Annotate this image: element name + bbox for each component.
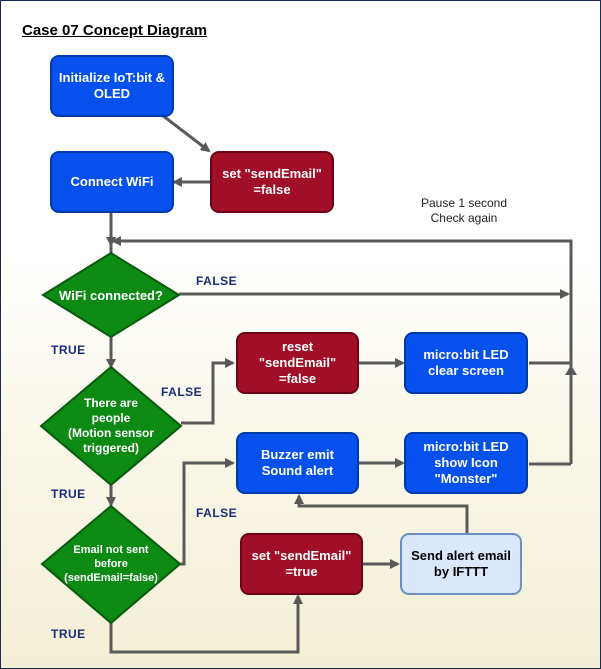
- edge-email-true: [109, 594, 303, 654]
- reset-sendemail-false-node: reset "sendEmail" =false: [236, 332, 359, 394]
- people-true-label: TRUE: [51, 487, 86, 501]
- email-false-label: FALSE: [196, 506, 238, 520]
- led-clear-screen-node: micro:bit LED clear screen: [404, 332, 528, 394]
- people-diamond: [39, 365, 183, 487]
- set-sendemail-true-node: set "sendEmail" =true: [240, 533, 363, 595]
- people-false-label: FALSE: [161, 385, 203, 399]
- email-not-sent-diamond: [40, 504, 182, 625]
- edge-loop-back: [111, 236, 573, 464]
- wifi-connected-diamond: [41, 251, 181, 339]
- arrowhead-right-join: [565, 365, 577, 375]
- wifi-connected-label: WiFi connected?: [59, 287, 163, 303]
- initialize-iotbit-oled-node: Initialize IoT:bit & OLED: [50, 55, 174, 117]
- email-not-sent-label: Email not sent before (sendEmail=false): [64, 544, 158, 584]
- edge-send-to-buzzer: [294, 494, 469, 533]
- email-true-label: TRUE: [51, 627, 86, 641]
- diagram-title: Case 07 Concept Diagram: [22, 22, 208, 39]
- pause-check-again-note: Pause 1 second Check again: [420, 196, 508, 225]
- edge-people-false: [181, 358, 235, 425]
- wifi-true-label: TRUE: [51, 343, 86, 357]
- edge-email-false: [180, 458, 235, 566]
- wifi-false-label: FALSE: [196, 274, 238, 288]
- send-alert-email-node: Send alert email by IFTTT: [400, 533, 522, 595]
- set-sendemail-false-node: set "sendEmail" =false: [210, 151, 334, 213]
- people-check-label: There are people (Motion sensor triggere…: [68, 396, 154, 455]
- buzzer-sound-alert-node: Buzzer emit Sound alert: [236, 432, 359, 494]
- edge-init-to-set-false: [161, 113, 211, 153]
- connect-wifi-node: Connect WiFi: [50, 151, 174, 213]
- led-show-icon-node: micro:bit LED show Icon "Monster": [404, 432, 528, 494]
